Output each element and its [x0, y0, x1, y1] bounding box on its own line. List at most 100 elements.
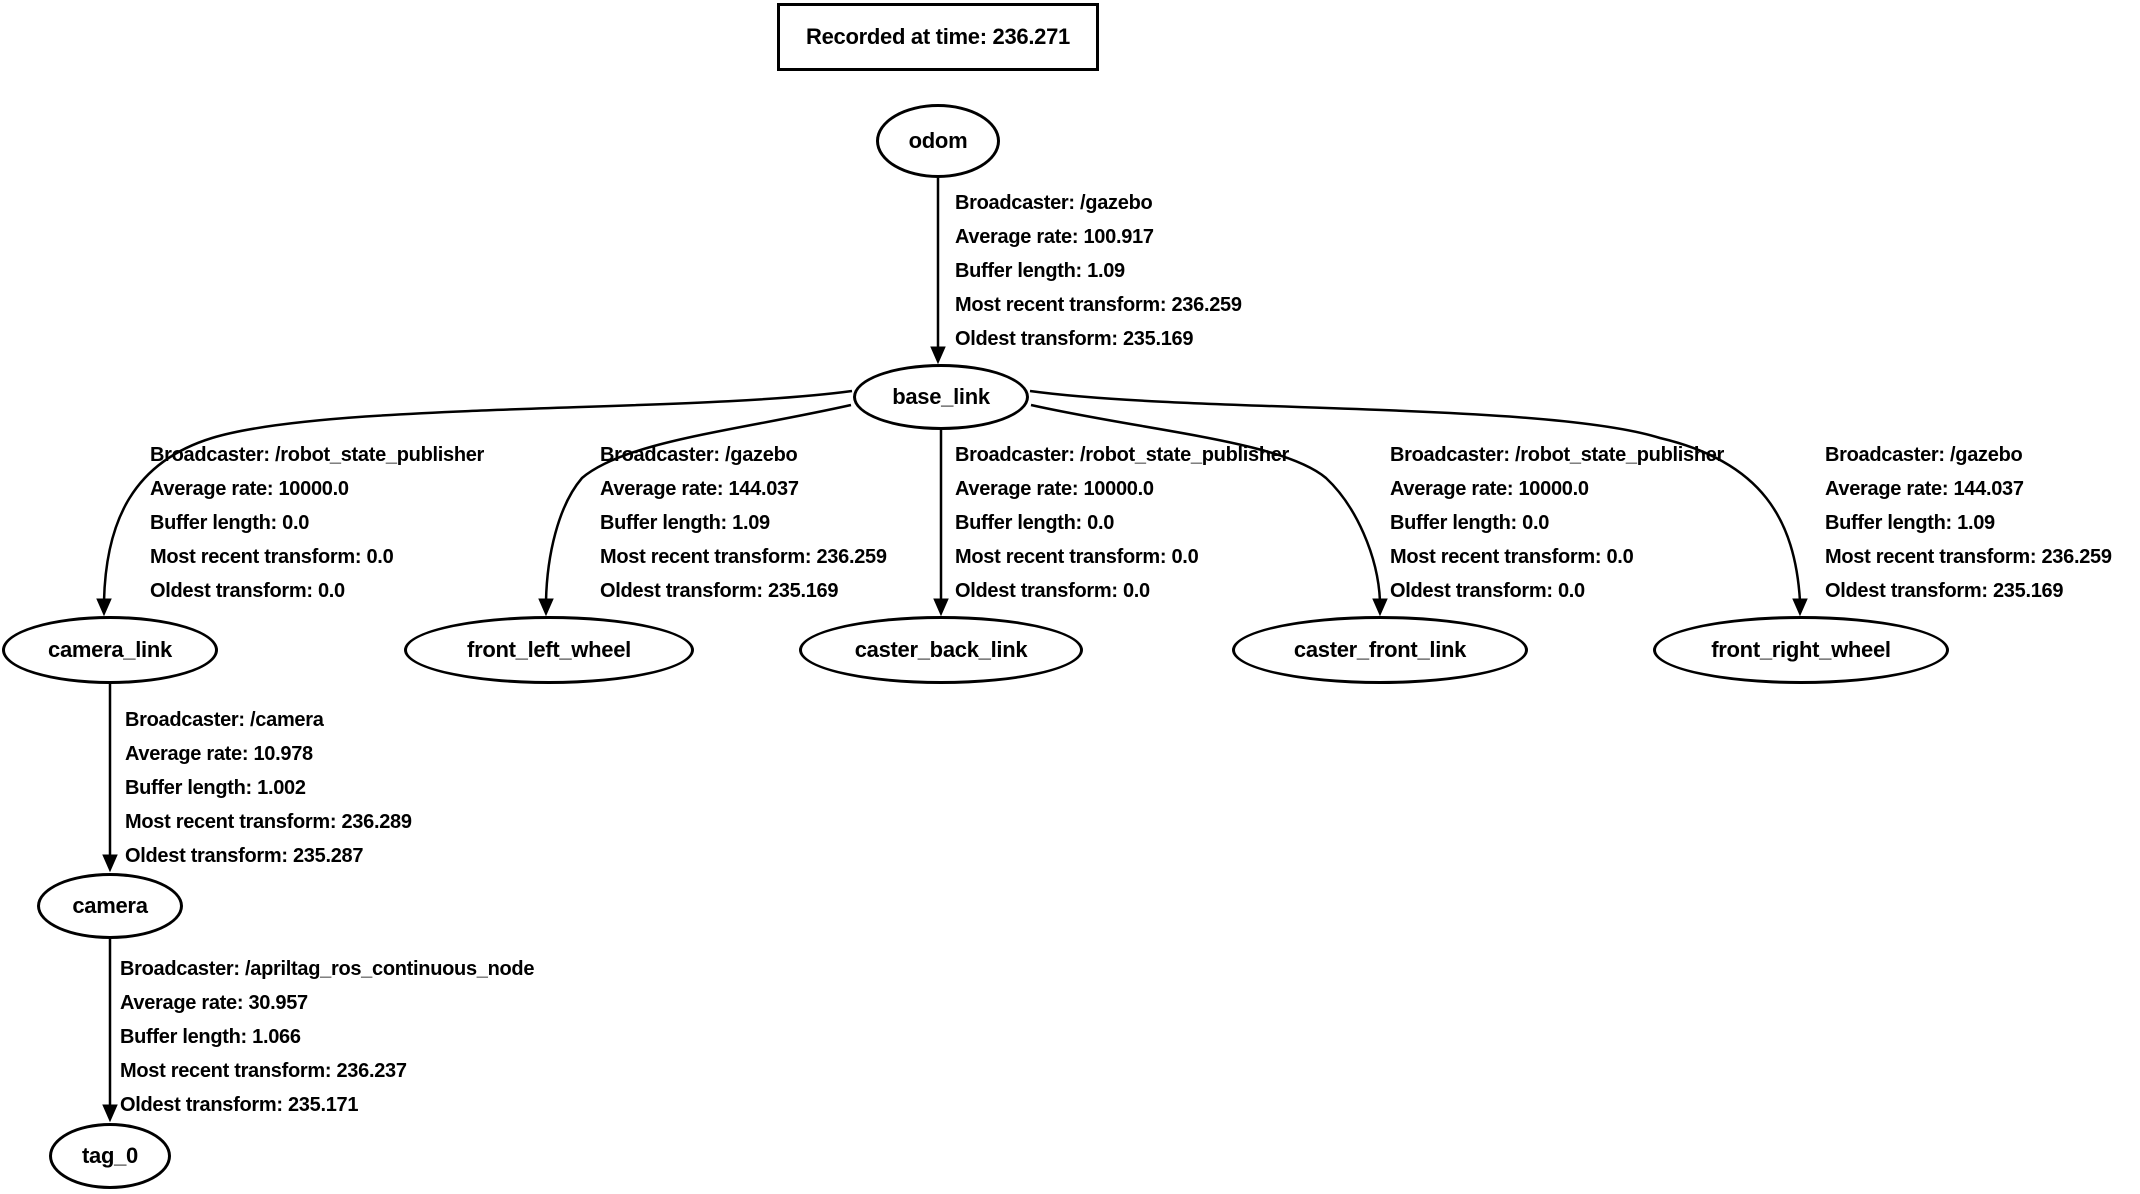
- field-label: Oldest transform:: [125, 845, 293, 867]
- field-label: Average rate:: [150, 478, 279, 500]
- field-label: Buffer length:: [1390, 512, 1523, 534]
- field-value: 144.037: [1953, 478, 2024, 500]
- node-camera: camera: [37, 873, 183, 939]
- field-value: 0.0: [317, 580, 345, 602]
- edge-label-camera-to-tag-0: Broadcaster: /apriltag_ros_continuous_no…: [120, 952, 534, 1122]
- field-value: 236.289: [341, 811, 412, 833]
- edge-field-oldest: Oldest transform: 0.0: [1390, 574, 1724, 608]
- node-caster-back-link-label: caster_back_link: [854, 637, 1028, 662]
- edge-field-most-recent: Most recent transform: 236.259: [600, 540, 887, 574]
- edge-field-most-recent: Most recent transform: 0.0: [955, 540, 1289, 574]
- field-value: 236.259: [1171, 294, 1242, 316]
- field-value: /gazebo: [1080, 192, 1153, 214]
- field-value: 144.037: [728, 478, 799, 500]
- field-value: 1.09: [732, 512, 770, 534]
- field-label: Average rate:: [955, 478, 1084, 500]
- field-value: 235.287: [292, 845, 364, 867]
- field-value: 0.0: [1557, 580, 1585, 602]
- field-label: Buffer length:: [1825, 512, 1958, 534]
- edge-field-most-recent: Most recent transform: 236.259: [955, 288, 1242, 322]
- field-value: 0.0: [1522, 512, 1550, 534]
- edge-base-link-to-front-right-wheel: [1029, 389, 1802, 602]
- field-value: /robot_state_publisher: [1515, 444, 1725, 466]
- node-camera-link: camera_link: [2, 616, 218, 684]
- field-label: Broadcaster:: [120, 958, 246, 980]
- arrowhead-camera-to-tag-0: [102, 1104, 118, 1123]
- field-label: Average rate:: [1390, 478, 1519, 500]
- field-value: 235.169: [767, 580, 839, 602]
- edge-base-link-to-front-left-wheel: [544, 403, 852, 602]
- field-value: 1.002: [257, 777, 306, 799]
- field-label: Buffer length:: [955, 260, 1088, 282]
- field-value: 1.066: [252, 1026, 301, 1048]
- edge-field-buffer-length: Buffer length: 1.09: [955, 254, 1242, 288]
- field-label: Most recent transform:: [600, 546, 817, 568]
- field-value: 1.09: [1957, 512, 1995, 534]
- field-label: Most recent transform:: [955, 294, 1172, 316]
- node-odom: odom: [876, 104, 1000, 178]
- edge-field-broadcaster: Broadcaster: /camera: [125, 703, 412, 737]
- edge-field-broadcaster: Broadcaster: /robot_state_publisher: [955, 438, 1289, 472]
- field-value: 236.259: [2041, 546, 2112, 568]
- edge-field-buffer-length: Buffer length: 0.0: [150, 506, 484, 540]
- edge-base-link-to-camera-link: [102, 389, 853, 602]
- field-value: /gazebo: [725, 444, 798, 466]
- edge-field-broadcaster: Broadcaster: /robot_state_publisher: [1390, 438, 1724, 472]
- field-label: Buffer length:: [150, 512, 283, 534]
- field-value: /gazebo: [1950, 444, 2023, 466]
- field-value: /apriltag_ros_continuous_node: [245, 958, 535, 980]
- edge-field-buffer-length: Buffer length: 1.09: [1825, 506, 2112, 540]
- edge-field-average-rate: Average rate: 10.978: [125, 737, 412, 771]
- field-label: Oldest transform:: [1825, 580, 1993, 602]
- field-value: 1.09: [1087, 260, 1125, 282]
- field-label: Oldest transform:: [120, 1094, 288, 1116]
- field-value: /camera: [250, 709, 324, 731]
- edge-base-link-to-caster-front-link: [1030, 403, 1382, 602]
- edge-field-most-recent: Most recent transform: 236.237: [120, 1054, 534, 1088]
- field-label: Most recent transform:: [1390, 546, 1607, 568]
- edge-field-oldest: Oldest transform: 235.169: [600, 574, 887, 608]
- field-label: Oldest transform:: [150, 580, 318, 602]
- arrowhead-odom-to-base-link: [930, 346, 946, 365]
- field-label: Most recent transform:: [1825, 546, 2042, 568]
- field-label: Most recent transform:: [150, 546, 367, 568]
- arrowhead-base-link-to-camera-link: [96, 598, 112, 617]
- field-label: Buffer length:: [955, 512, 1088, 534]
- edge-field-most-recent: Most recent transform: 236.289: [125, 805, 412, 839]
- field-label: Broadcaster:: [125, 709, 251, 731]
- field-label: Broadcaster:: [1825, 444, 1951, 466]
- edge-field-most-recent: Most recent transform: 0.0: [150, 540, 484, 574]
- field-value: 10.978: [253, 743, 313, 765]
- field-label: Broadcaster:: [1390, 444, 1516, 466]
- field-value: /robot_state_publisher: [1080, 444, 1290, 466]
- edge-field-oldest: Oldest transform: 235.169: [1825, 574, 2112, 608]
- node-tag-0-label: tag_0: [82, 1143, 138, 1168]
- arrowhead-base-link-to-front-left-wheel: [538, 598, 554, 617]
- field-label: Average rate:: [955, 226, 1084, 248]
- edge-field-broadcaster: Broadcaster: /gazebo: [955, 186, 1242, 220]
- edge-field-broadcaster: Broadcaster: /gazebo: [600, 438, 887, 472]
- node-camera-link-label: camera_link: [48, 637, 172, 662]
- edge-field-most-recent: Most recent transform: 0.0: [1390, 540, 1724, 574]
- field-value: 10000.0: [278, 478, 349, 500]
- node-front-left-wheel-label: front_left_wheel: [467, 637, 631, 662]
- node-camera-label: camera: [72, 893, 148, 918]
- field-value: 30.957: [248, 992, 308, 1014]
- field-value: 236.237: [336, 1060, 407, 1082]
- field-value: 10000.0: [1518, 478, 1589, 500]
- field-value: 100.917: [1083, 226, 1154, 248]
- field-label: Oldest transform:: [955, 328, 1123, 350]
- edge-field-buffer-length: Buffer length: 1.002: [125, 771, 412, 805]
- edge-field-average-rate: Average rate: 30.957: [120, 986, 534, 1020]
- edge-field-average-rate: Average rate: 144.037: [600, 472, 887, 506]
- field-value: 235.169: [1122, 328, 1194, 350]
- node-caster-back-link: caster_back_link: [799, 616, 1083, 684]
- node-front-right-wheel: front_right_wheel: [1653, 616, 1949, 684]
- edge-field-buffer-length: Buffer length: 0.0: [1390, 506, 1724, 540]
- field-label: Most recent transform:: [120, 1060, 337, 1082]
- field-label: Average rate:: [1825, 478, 1954, 500]
